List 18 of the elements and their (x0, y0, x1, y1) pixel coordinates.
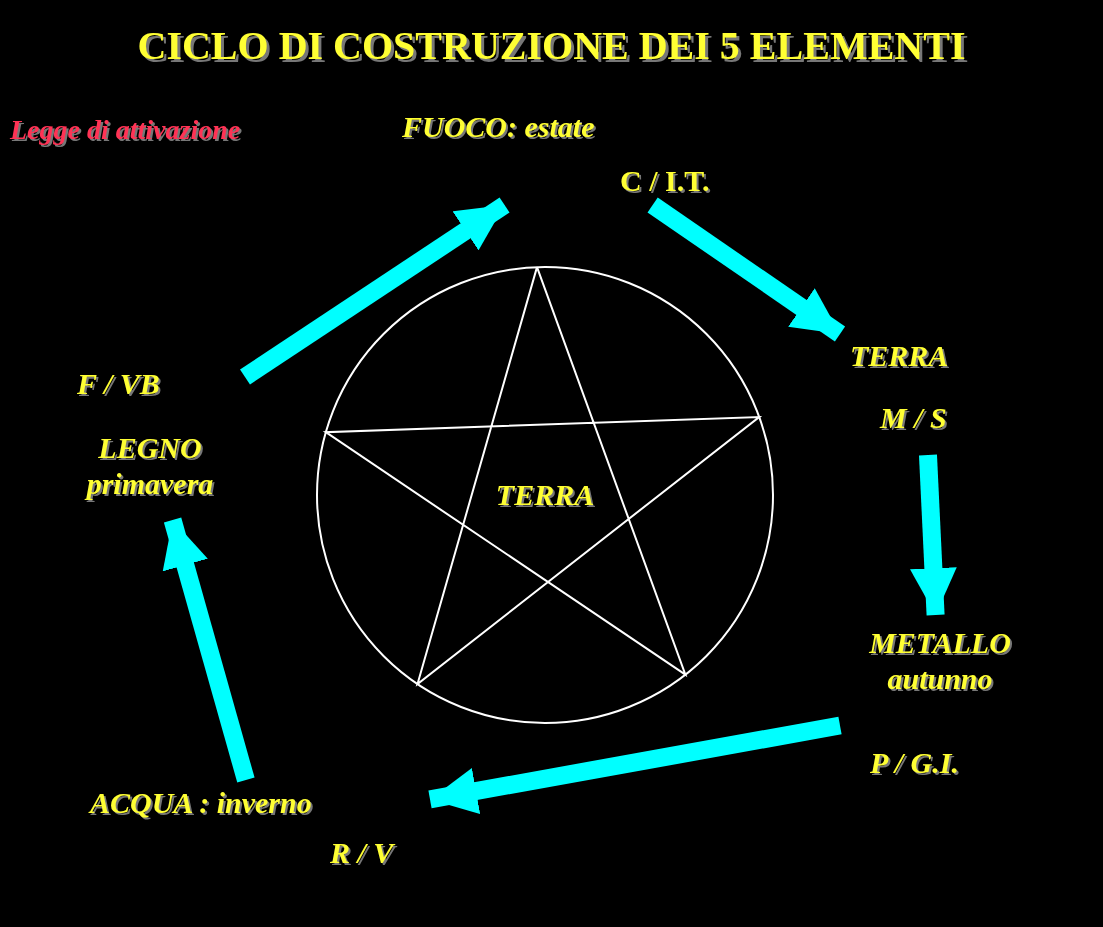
organ-label: F / VB (77, 366, 160, 402)
element-label: FUOCO: estate (402, 109, 595, 145)
organ-label: P / G.I. (870, 745, 959, 781)
organ-label: C / I.T. (620, 163, 710, 199)
organ-label: R / V (330, 835, 394, 871)
block-arrow (240, 197, 510, 385)
block-arrow (428, 716, 842, 815)
element-season-label: METALLO autunno (868, 625, 1012, 697)
block-arrow (162, 517, 255, 783)
subtitle: Legge di attivazione (10, 113, 241, 147)
block-arrow (647, 197, 846, 342)
element-season-label: LEGNO primavera (83, 430, 215, 502)
element-season-label: ACQUA : inverno (90, 785, 312, 821)
title: CICLO DI COSTRUZIONE DEI 5 ELEMENTI (136, 22, 967, 69)
organ-label: M / S (880, 400, 947, 436)
center-label: TERRA (495, 477, 595, 513)
element-label: TERRA (850, 338, 949, 374)
block-arrow (910, 454, 957, 616)
